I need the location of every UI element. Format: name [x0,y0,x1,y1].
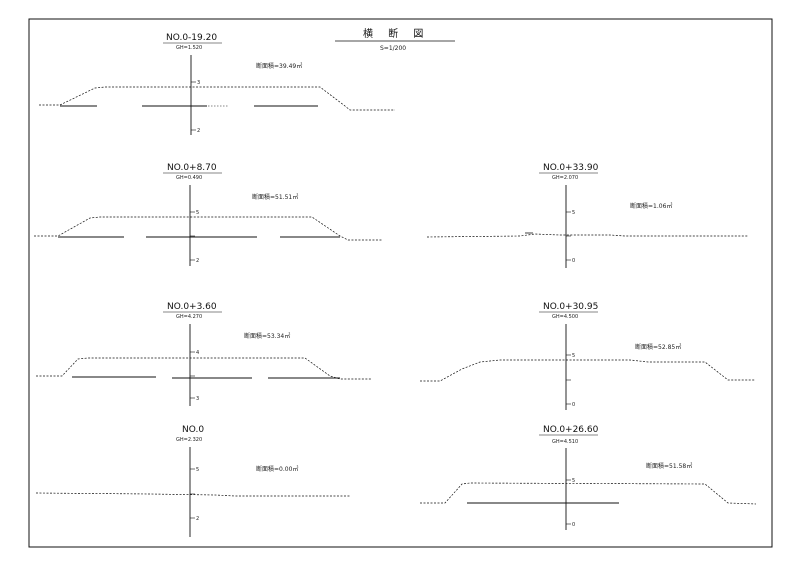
section-station-label: NO.0+26.60 [543,425,599,435]
section-area-label: 断面積=0.00㎡ [256,465,298,473]
section-station-label: NO.0+33.90 [543,163,599,173]
ground-line [34,216,382,241]
ground-line [420,482,757,505]
tick-label: 2 [196,258,199,264]
tick-label: 5 [572,353,575,359]
ground-line [39,86,395,111]
tick-label: 5 [196,467,199,473]
cross-section-s3: NO.0+33.90 GH=2.070 断面積=1.06㎡ 5 0 [426,163,748,268]
section-gh-label: GH=0.490 [176,175,202,181]
tick-label: 5 [196,210,199,216]
cross-section-s5: NO.0+30.95 GH=4.500 断面積=52.85㎡ 5 0 [420,302,755,410]
section-station-label: NO.0-19.20 [166,33,217,43]
tick-label: 2 [197,128,200,134]
sheet-border [28,18,773,548]
section-station-label: NO.0 [182,425,204,435]
section-station-label: NO.0+3.60 [167,302,217,312]
tick-label: 5 [572,478,575,484]
section-area-label: 断面積=52.85㎡ [635,343,681,351]
section-gh-label: GH=4.270 [176,314,202,320]
section-gh-label: GH=2.070 [552,175,578,181]
cross-section-s6: NO.0 GH=2.320 断面積=0.00㎡ 5 2 [35,425,350,537]
section-gh-label: GH=2.320 [176,437,202,443]
ground-line [426,233,748,238]
section-station-label: NO.0+8.70 [167,163,217,173]
cross-section-s1: NO.0-19.20 GH=1.520 断面積=39.49㎡ 3 2 [39,33,395,135]
ground-line [36,357,372,380]
section-area-label: 断面積=51.51㎡ [252,193,298,201]
tick-label: 2 [196,516,199,522]
tick-label: 0 [572,258,575,264]
section-area-label: 断面積=53.34㎡ [244,332,290,340]
drawing-scale: S=1/200 [380,45,406,52]
cross-section-s4: NO.0+3.60 GH=4.270 断面積=53.34㎡ 4 3 [36,302,372,406]
section-area-label: 断面積=51.58㎡ [646,462,692,470]
drawing-title: 横 断 図 [363,27,429,40]
section-gh-label: GH=4.510 [552,439,578,445]
tick-label: 3 [197,80,200,86]
ground-line [420,359,755,382]
cross-section-s7: NO.0+26.60 GH=4.510 断面積=51.58㎡ 5 0 [420,425,757,530]
section-gh-label: GH=1.520 [176,45,202,51]
tick-label: 3 [196,396,199,402]
tick-label: 0 [572,522,575,528]
ground-line [35,492,350,497]
section-area-label: 断面積=39.49㎡ [256,62,302,70]
tick-label: 4 [196,350,199,356]
tick-label: 0 [572,402,575,408]
section-gh-label: GH=4.500 [552,314,578,320]
cross-section-s2: NO.0+8.70 GH=0.490 断面積=51.51㎡ 5 2 [34,163,382,266]
tick-label: 5 [572,210,575,216]
section-station-label: NO.0+30.95 [543,302,598,312]
section-area-label: 断面積=1.06㎡ [630,202,672,210]
